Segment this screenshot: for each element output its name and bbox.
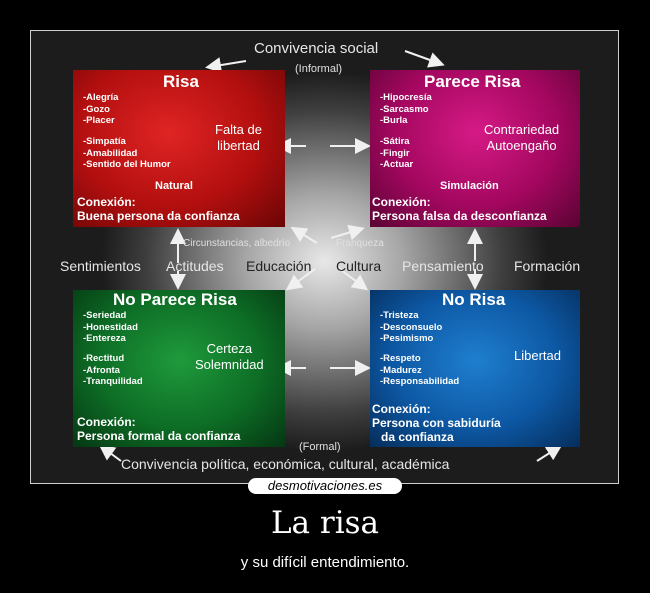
list-item: -Responsabilidad <box>380 376 460 387</box>
top-sub-label: (Informal) <box>295 63 343 75</box>
quadrant-risa-items-1: -Alegría -Gozo -Placer <box>83 92 118 127</box>
label-actitudes: Actitudes <box>166 258 224 274</box>
list-item: -Fingir <box>380 147 410 159</box>
arrow-diag-tl <box>290 226 318 244</box>
label-sentimientos: Sentimientos <box>60 258 141 274</box>
list-item: -Placer <box>83 115 115 126</box>
arrow-diag-br <box>336 266 369 291</box>
caption-title: La risa <box>270 505 380 541</box>
bottom-label: Convivencia política, económica, cultura… <box>121 456 450 472</box>
quadrant-parece-risa-tag: Simulación <box>440 180 499 192</box>
quadrant-risa-items-2: -Simpatía -Amabilidad -Sentido del Humor <box>83 136 171 171</box>
conexion-text: da confianza <box>381 430 454 444</box>
conexion-label: Conexión: <box>77 195 136 209</box>
conexion-label: Conexión: <box>77 415 136 429</box>
bottom-sub-label: (Formal) <box>299 441 341 453</box>
quadrant-no-parece-risa: No Parece Risa -Seriedad -Honestidad -En… <box>73 290 285 447</box>
list-item: -Afronta <box>83 364 120 376</box>
list-item: -Amabilidad <box>83 147 138 159</box>
quadrant-parece-risa-middle: Contrariedad Autoengaño <box>484 122 559 154</box>
list-item: -Pesimismo <box>380 333 434 344</box>
quadrant-no-parece-risa-middle: Certeza Solemnidad <box>195 341 264 373</box>
middle-line: Certeza <box>206 341 253 356</box>
quadrant-no-risa-middle: Libertad <box>514 348 561 364</box>
quadrant-risa-conexion: Conexión: Buena persona da confianza <box>77 195 240 223</box>
list-item: -Burla <box>380 115 408 126</box>
quadrant-risa-tag: Natural <box>155 180 193 192</box>
list-item: -Seriedad <box>83 310 127 321</box>
list-item: -Sátira <box>380 136 410 147</box>
diagram-arrows <box>98 50 563 462</box>
quadrant-no-risa-items-2: -Respeto -Madurez -Responsabilidad <box>380 353 459 388</box>
quadrant-parece-risa: Parece Risa -Hipocresía -Sarcasmo -Burla… <box>370 70 580 227</box>
center-left-small-label: Circunstancias, albedrío <box>183 238 291 249</box>
site-badge: desmotivaciones.es <box>248 478 402 494</box>
list-item: -Entereza <box>83 333 126 344</box>
quadrant-risa-middle: Falta de libertad <box>215 122 262 154</box>
list-item: -Honestidad <box>83 321 138 333</box>
quadrant-no-parece-risa-items-2: -Rectitud -Afronta -Tranquilidad <box>83 353 143 388</box>
middle-line: libertad <box>217 138 260 153</box>
conexion-text: Buena persona da confianza <box>77 209 240 223</box>
list-item: -Gozo <box>83 103 110 115</box>
list-item: -Madurez <box>380 364 422 376</box>
conexion-text: Persona formal da confianza <box>77 429 241 443</box>
label-cultura: Cultura <box>336 258 382 274</box>
quadrant-risa: Risa -Alegría -Gozo -Placer -Simpatía -A… <box>73 70 285 227</box>
quadrant-parece-risa-items-1: -Hipocresía -Sarcasmo -Burla <box>380 92 432 127</box>
center-right-small-label: Franqueza <box>336 238 384 249</box>
arrow-bottom-left <box>98 444 122 462</box>
label-pensamiento: Pensamiento <box>402 258 484 274</box>
list-item: -Sarcasmo <box>380 103 429 115</box>
caption-subtitle: y su difícil entendimiento. <box>240 554 410 571</box>
list-item: -Tristeza <box>380 310 419 321</box>
arrow-top-left <box>205 57 247 73</box>
conexion-label: Conexión: <box>372 195 431 209</box>
list-item: -Desconsuelo <box>380 321 443 333</box>
list-item: -Respeto <box>380 353 421 364</box>
middle-line: Libertad <box>514 348 561 363</box>
quadrant-no-risa: No Risa -Tristeza -Desconsuelo -Pesimism… <box>370 290 580 447</box>
label-educacion: Educación <box>246 258 312 274</box>
arrow-diag-bl <box>285 268 316 291</box>
quadrant-parece-risa-conexion: Conexión: Persona falsa da desconfianza <box>372 195 547 223</box>
list-item: -Rectitud <box>83 353 125 364</box>
arrow-bottom-right <box>536 444 563 462</box>
quadrant-no-parece-risa-title: No Parece Risa <box>113 290 237 309</box>
list-item: -Actuar <box>380 159 414 170</box>
list-item: -Hipocresía <box>380 92 432 103</box>
quadrant-no-risa-items-1: -Tristeza -Desconsuelo -Pesimismo <box>380 310 442 345</box>
quadrant-no-risa-title: No Risa <box>442 290 506 309</box>
list-item: -Alegría <box>83 92 119 103</box>
list-item: -Sentido del Humor <box>83 159 171 170</box>
list-item: -Tranquilidad <box>83 376 143 387</box>
arrow-diag-tr <box>330 224 365 241</box>
top-label: Convivencia social <box>254 40 379 57</box>
arrow-top-right <box>404 50 445 68</box>
quadrant-parece-risa-items-2: -Sátira -Fingir -Actuar <box>380 136 413 171</box>
middle-line: Contrariedad <box>484 122 560 137</box>
conexion-text: Persona con sabiduría <box>372 416 501 430</box>
label-formacion: Formación <box>514 258 581 274</box>
quadrant-parece-risa-title: Parece Risa <box>424 72 521 91</box>
conexion-label: Conexión: <box>372 402 431 416</box>
conexion-text: Persona falsa da desconfianza <box>372 209 547 223</box>
quadrant-no-risa-conexion: Conexión: Persona con sabiduría da confi… <box>372 402 501 444</box>
quadrant-risa-title: Risa <box>163 72 199 91</box>
quadrant-no-parece-risa-conexion: Conexión: Persona formal da confianza <box>77 415 240 443</box>
middle-line: Solemnidad <box>195 357 264 372</box>
list-item: -Simpatía <box>83 136 126 147</box>
middle-line: Autoengaño <box>486 138 557 153</box>
poster-frame: Convivencia social (Informal) Risa -Aleg… <box>30 30 619 484</box>
quadrant-no-parece-risa-items-1: -Seriedad -Honestidad -Entereza <box>83 310 138 345</box>
middle-line: Falta de <box>215 122 262 137</box>
